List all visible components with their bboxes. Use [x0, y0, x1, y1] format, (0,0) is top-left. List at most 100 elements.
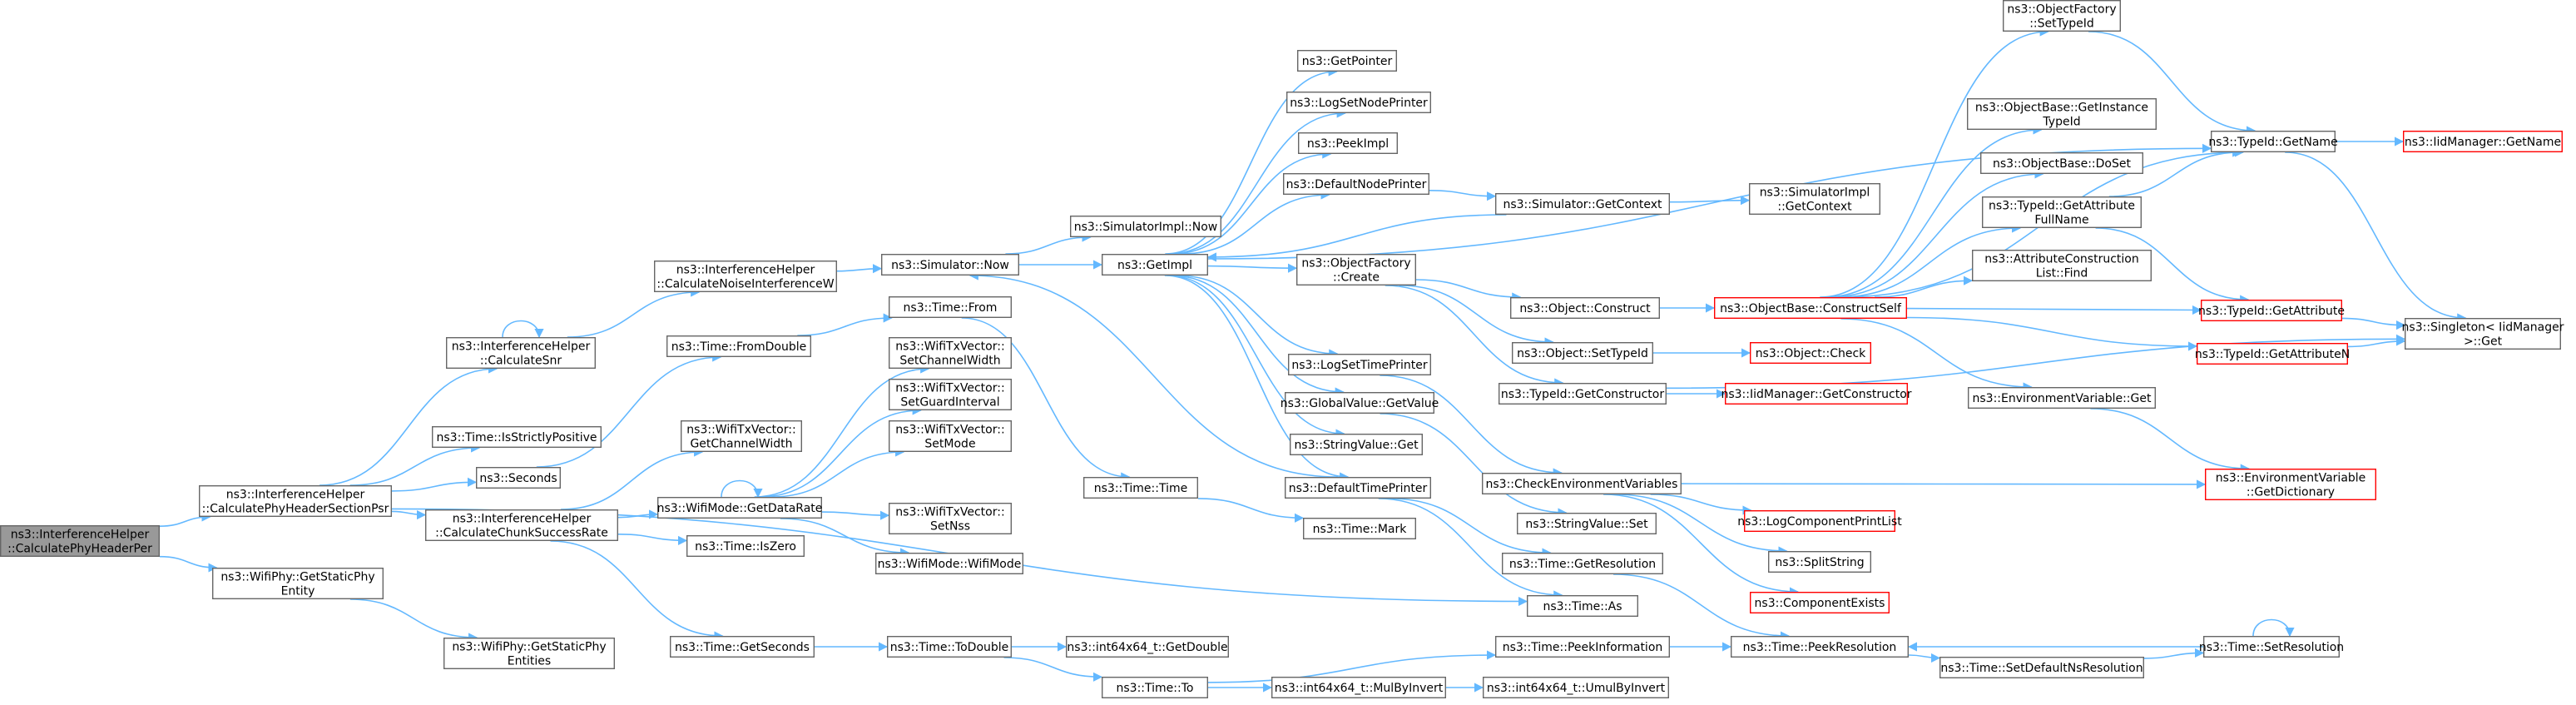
- edge-getdatarate-to-getdatarate: [721, 479, 763, 499]
- node-timemark[interactable]: ns3::Time::Mark: [1302, 518, 1416, 540]
- node-label: ::CalculateSnr: [480, 355, 562, 368]
- node-noise[interactable]: ns3::InterferenceHelper::CalculateNoiseI…: [654, 261, 838, 293]
- node-objfactsettid[interactable]: ns3::ObjectFactory::SetTypeId: [2002, 0, 2121, 32]
- node-mulbyinv[interactable]: ns3::int64x64_t::MulByInvert: [1271, 677, 1446, 699]
- node-peekres[interactable]: ns3::Time::PeekResolution: [1730, 636, 1909, 658]
- edge-getresolution-to-peekres: [1612, 573, 1791, 641]
- node-compexists[interactable]: ns3::ComponentExists: [1749, 592, 1890, 614]
- node-label: ::CalculatePhyHeaderSectionPsr: [202, 503, 389, 516]
- node-stringget[interactable]: ns3::StringValue::Get: [1289, 434, 1423, 456]
- node-calcsnr[interactable]: ns3::InterferenceHelper::CalculateSnr: [446, 337, 597, 370]
- node-label: List::Find: [2036, 267, 2088, 281]
- edge-deftimeprinter-to-simnow: [968, 271, 1339, 478]
- node-label: ns3::InterferenceHelper: [452, 340, 591, 354]
- node-peekimpl[interactable]: ns3::PeekImpl: [1297, 132, 1398, 154]
- node-peekinfo[interactable]: ns3::Time::PeekInformation: [1494, 636, 1670, 658]
- node-setgi[interactable]: ns3::WifiTxVector::SetGuardInterval: [888, 379, 1012, 411]
- node-label: ns3::IidManager::GetName: [2405, 136, 2561, 149]
- node-timeto[interactable]: ns3::Time::To: [1101, 677, 1208, 699]
- node-stringset[interactable]: ns3::StringValue::Set: [1516, 513, 1657, 535]
- node-iszero[interactable]: ns3::Time::IsZero: [686, 535, 805, 558]
- node-label: ns3::Time::GetResolution: [1509, 558, 1656, 571]
- node-label: ns3::WifiTxVector::: [895, 340, 1004, 354]
- node-label: ns3::Time::FromDouble: [671, 340, 807, 354]
- node-envget[interactable]: ns3::EnvironmentVariable::Get: [1967, 387, 2156, 410]
- node-singleton[interactable]: ns3::Singleton< IidManager>::Get: [2402, 318, 2564, 350]
- node-umulbyinv[interactable]: ns3::int64x64_t::UmulByInvert: [1482, 677, 1669, 699]
- node-chunk[interactable]: ns3::InterferenceHelper::CalculateChunkS…: [425, 509, 619, 542]
- node-box: [1979, 151, 2143, 174]
- node-wifimode[interactable]: ns3::WifiMode::WifiMode: [874, 553, 1023, 575]
- node-label: ns3::LogSetNodePrinter: [1290, 97, 1428, 110]
- node-setmode[interactable]: ns3::WifiTxVector::SetMode: [888, 420, 1012, 453]
- node-iidgetctor[interactable]: ns3::IidManager::GetConstructor: [1721, 383, 1912, 405]
- node-objfactcreate[interactable]: ns3::ObjectFactory::Create: [1295, 254, 1416, 286]
- node-timefrom[interactable]: ns3::Time::From: [888, 296, 1012, 319]
- edge-getimpl-to-objfactcreate: [1207, 263, 1298, 273]
- node-envdict[interactable]: ns3::EnvironmentVariable::GetDictionary: [2204, 469, 2376, 501]
- node-splitstring[interactable]: ns3::SplitString: [1767, 551, 1871, 573]
- node-label: ns3::Time::From: [904, 301, 998, 315]
- node-setresolution[interactable]: ns3::Time::SetResolution: [2199, 636, 2344, 658]
- node-seconds[interactable]: ns3::Seconds: [476, 467, 562, 489]
- node-doset[interactable]: ns3::ObjectBase::DoSet: [1979, 151, 2143, 174]
- node-logsettime[interactable]: ns3::LogSetTimePrinter: [1287, 354, 1431, 376]
- node-getpointer[interactable]: ns3::GetPointer: [1296, 50, 1397, 72]
- node-simimplctx[interactable]: ns3::SimulatorImpl::GetContext: [1748, 182, 1880, 215]
- node-box: [1767, 551, 1871, 573]
- node-label: ns3::PeekImpl: [1307, 137, 1389, 151]
- node-checkenv[interactable]: ns3::CheckEnvironmentVariables: [1481, 473, 1682, 495]
- node-setnss[interactable]: ns3::WifiTxVector::SetNss: [888, 503, 1012, 535]
- edge-constructself-to-envget: [1840, 318, 2033, 392]
- node-constructself[interactable]: ns3::ObjectBase::ConstructSelf: [1713, 297, 1907, 320]
- node-label: ns3::SplitString: [1775, 556, 1864, 569]
- node-fromdouble[interactable]: ns3::Time::FromDouble: [666, 335, 812, 358]
- node-getdatarate[interactable]: ns3::WifiMode::GetDataRate: [657, 497, 823, 519]
- node-box: [432, 426, 602, 449]
- node-objcheck[interactable]: ns3::Object::Check: [1749, 342, 1871, 365]
- node-root[interactable]: ns3::InterferenceHelper::CalculatePhyHea…: [0, 525, 161, 558]
- edge-fromdouble-to-timefrom: [797, 313, 893, 336]
- node-label: ns3::Time::Time: [1094, 482, 1187, 495]
- node-getimpl[interactable]: ns3::GetImpl: [1101, 254, 1208, 276]
- node-getattribute[interactable]: ns3::TypeId::GetAttribute: [2198, 300, 2345, 322]
- node-logsetnode[interactable]: ns3::LogSetNodePrinter: [1286, 91, 1431, 113]
- node-box: [1501, 553, 1663, 575]
- node-timeas[interactable]: ns3::Time::As: [1526, 595, 1638, 618]
- node-getdouble[interactable]: ns3::int64x64_t::GetDouble: [1065, 636, 1229, 658]
- node-getseconds[interactable]: ns3::Time::GetSeconds: [670, 636, 815, 658]
- node-simimplnow[interactable]: ns3::SimulatorImpl::Now: [1069, 216, 1221, 238]
- node-objconstruct[interactable]: ns3::Object::Construct: [1509, 297, 1660, 320]
- node-label: ns3::AttributeConstruction: [1984, 253, 2138, 266]
- edge-checkenv-to-splitstring: [1614, 494, 1788, 556]
- node-simgetctx[interactable]: ns3::Simulator::GetContext: [1494, 192, 1670, 215]
- node-defnodeprinter[interactable]: ns3::DefaultNodePrinter: [1282, 172, 1429, 195]
- node-timetime[interactable]: ns3::Time::Time: [1082, 477, 1198, 499]
- node-setdefns[interactable]: ns3::Time::SetDefaultNsResolution: [1939, 657, 2144, 679]
- node-logcompprint[interactable]: ns3::LogComponentPrintList: [1737, 510, 1902, 533]
- node-setchw[interactable]: ns3::WifiTxVector::SetChannelWidth: [888, 337, 1012, 370]
- node-psr[interactable]: ns3::InterferenceHelper::CalculatePhyHea…: [198, 485, 393, 518]
- node-isstrictlypos[interactable]: ns3::Time::IsStrictlyPositive: [432, 426, 602, 449]
- node-box: [1749, 592, 1890, 614]
- node-typeidgetname[interactable]: ns3::TypeId::GetName: [2208, 130, 2338, 152]
- node-getattributen[interactable]: ns3::TypeId::GetAttributeN: [2195, 343, 2350, 365]
- node-getchw[interactable]: ns3::WifiTxVector::GetChannelWidth: [681, 420, 803, 453]
- node-objsettypeid[interactable]: ns3::Object::SetTypeId: [1511, 342, 1653, 365]
- node-simnow[interactable]: ns3::Simulator::Now: [880, 254, 1019, 276]
- node-box: [1724, 383, 1908, 405]
- edge-simgetctx-to-simimplctx: [1669, 196, 1751, 206]
- node-box: [654, 261, 838, 293]
- node-todouble[interactable]: ns3::Time::ToDouble: [886, 636, 1012, 658]
- node-iidgetname[interactable]: ns3::IidManager::GetName: [2402, 130, 2563, 152]
- node-getconstructor[interactable]: ns3::TypeId::GetConstructor: [1498, 383, 1667, 405]
- node-getresolution[interactable]: ns3::Time::GetResolution: [1501, 553, 1663, 575]
- node-label: SetChannelWidth: [899, 355, 1000, 368]
- node-globalget[interactable]: ns3::GlobalValue::GetValue: [1281, 392, 1439, 415]
- node-deftimeprinter[interactable]: ns3::DefaultTimePrinter: [1284, 477, 1431, 499]
